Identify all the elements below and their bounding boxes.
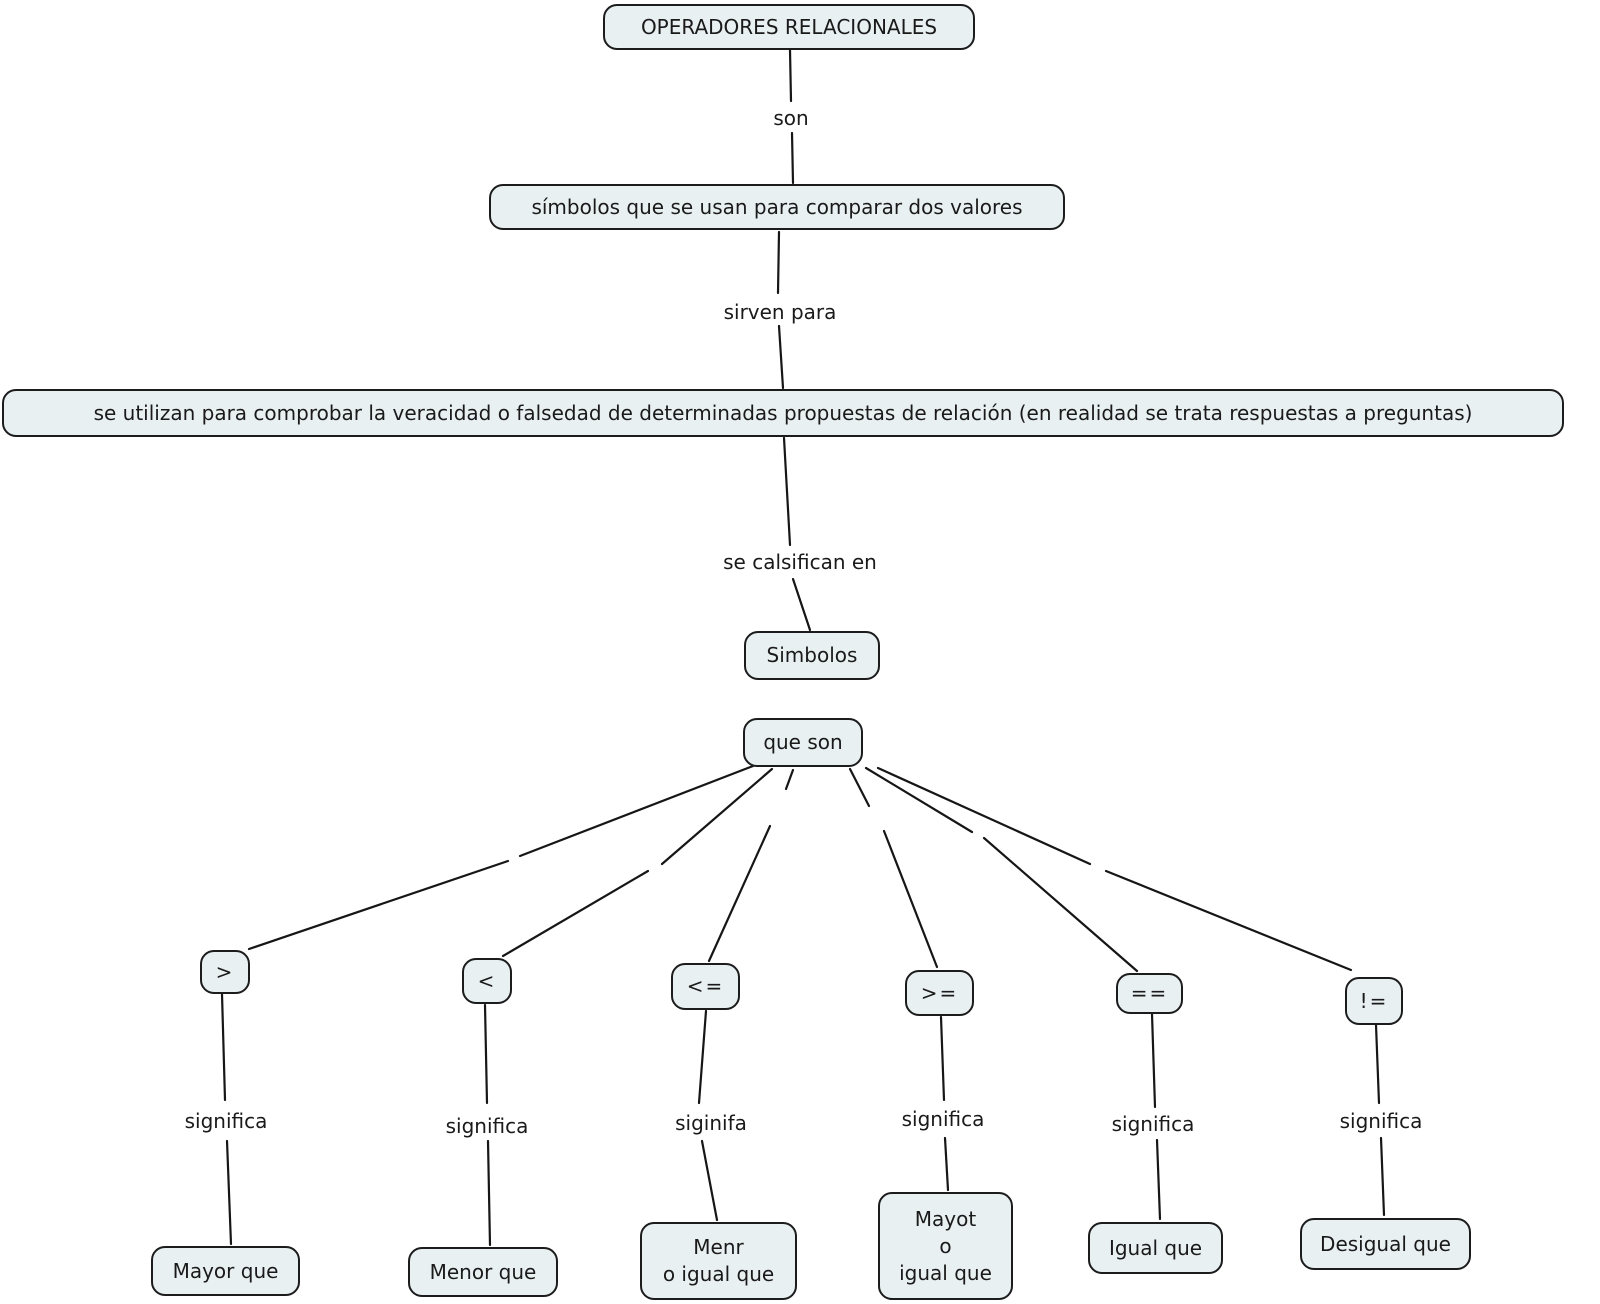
link-label-significa-greater-equal[interactable]: significa <box>901 1107 985 1131</box>
meaning-node-menor-que[interactable]: Menor que <box>408 1247 558 1297</box>
link-label-son[interactable]: son <box>773 106 809 130</box>
meaning-node-desigual-que[interactable]: Desigual que <box>1300 1218 1471 1270</box>
link-label-significa-equal[interactable]: significa <box>1111 1112 1195 1136</box>
concept-node-simbolos[interactable]: Simbolos <box>744 631 880 680</box>
concept-node-operadores-relacionales[interactable]: OPERADORES RELACIONALES <box>603 4 975 50</box>
operator-node-greater-equal[interactable]: >= <box>905 970 974 1016</box>
operator-node-less-equal[interactable]: <= <box>671 963 740 1010</box>
operator-node-not-equal[interactable]: != <box>1345 977 1403 1025</box>
link-label-significa-less[interactable]: significa <box>445 1114 529 1138</box>
meaning-node-igual-que[interactable]: Igual que <box>1088 1222 1223 1274</box>
concept-node-uso[interactable]: se utilizan para comprobar la veracidad … <box>2 389 1564 437</box>
operator-node-less[interactable]: < <box>462 958 512 1004</box>
operator-node-equal[interactable]: == <box>1116 973 1183 1014</box>
meaning-node-mayor-o-igual-que[interactable]: Mayot o igual que <box>878 1192 1013 1300</box>
operator-node-greater[interactable]: > <box>200 950 250 994</box>
link-label-significa-less-equal[interactable]: siginifa <box>675 1111 747 1135</box>
link-label-significa-not-equal[interactable]: significa <box>1339 1109 1423 1133</box>
link-label-se-clasifican-en[interactable]: se calsifican en <box>723 550 877 574</box>
link-label-sirven-para[interactable]: sirven para <box>723 300 837 324</box>
meaning-node-mayor-que[interactable]: Mayor que <box>151 1246 300 1296</box>
link-label-significa-greater[interactable]: significa <box>184 1109 268 1133</box>
concept-node-definicion[interactable]: símbolos que se usan para comparar dos v… <box>489 184 1065 230</box>
concept-node-que-son[interactable]: que son <box>743 718 863 767</box>
meaning-node-menor-o-igual-que[interactable]: Menr o igual que <box>640 1222 797 1300</box>
